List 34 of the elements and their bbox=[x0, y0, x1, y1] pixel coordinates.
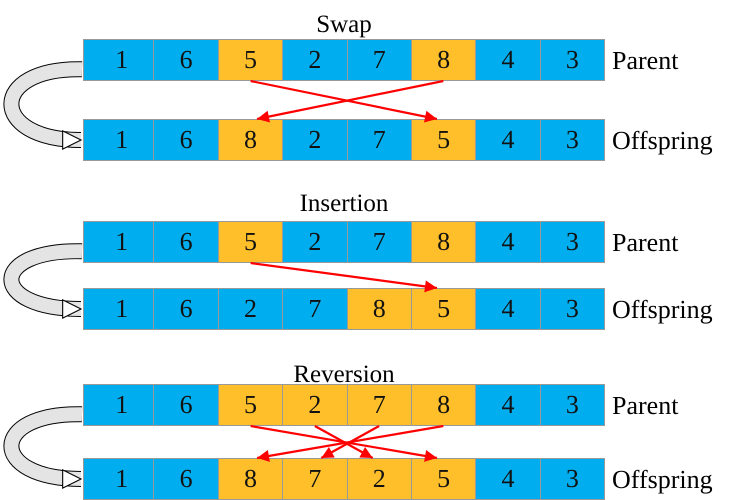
gene-cell: 7 bbox=[282, 459, 346, 499]
gene-cell: 2 bbox=[282, 385, 346, 425]
gene-cell: 2 bbox=[346, 459, 411, 499]
section-title: Reversion bbox=[292, 362, 396, 387]
gene-cell: 8 bbox=[410, 385, 476, 425]
sequence-bar bbox=[83, 288, 605, 330]
gene-cell: 5 bbox=[410, 289, 476, 329]
row-label: Parent bbox=[612, 393, 678, 419]
section-title: Insertion bbox=[298, 191, 390, 216]
gene-cell: 5 bbox=[218, 385, 282, 425]
gene-cell: 7 bbox=[346, 385, 411, 425]
sequence-bar bbox=[83, 384, 605, 426]
gene-cell: 8 bbox=[218, 459, 282, 499]
section-title: Swap bbox=[315, 12, 373, 37]
arrow bbox=[314, 425, 374, 459]
row-label: Offspring bbox=[612, 467, 713, 493]
row-label: Parent bbox=[612, 48, 678, 74]
gene-cell: 8 bbox=[218, 120, 282, 160]
gene-cell: 8 bbox=[410, 40, 476, 80]
row-label: Offspring bbox=[612, 297, 713, 323]
sequence-bar bbox=[83, 119, 605, 161]
gene-cell: 8 bbox=[346, 289, 411, 329]
sequence-bar bbox=[83, 221, 605, 263]
gene-cell: 5 bbox=[410, 120, 476, 160]
sequence-bar bbox=[83, 39, 605, 81]
gene-cell: 8 bbox=[410, 222, 476, 262]
sequence-bar bbox=[83, 458, 605, 500]
row-label: Offspring bbox=[612, 128, 713, 154]
row-label: Parent bbox=[612, 230, 678, 256]
arrow bbox=[320, 425, 380, 459]
gene-cell: 5 bbox=[218, 40, 282, 80]
arrow bbox=[250, 262, 438, 292]
gene-cell: 5 bbox=[410, 459, 476, 499]
gene-cell: 5 bbox=[218, 222, 282, 262]
